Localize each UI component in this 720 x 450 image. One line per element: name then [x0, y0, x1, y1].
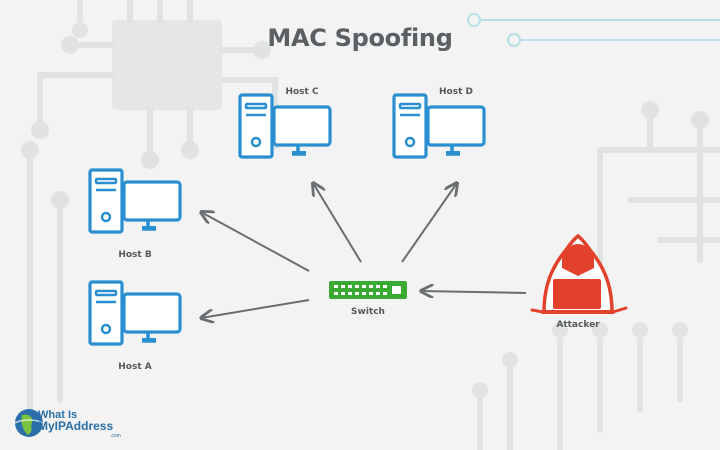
- host-c-computer-icon: [238, 93, 332, 159]
- logo-text: What Is MyIPAddress: [38, 409, 114, 433]
- arrow-switch-to-host-d: [401, 183, 457, 263]
- host-d-computer-icon: [392, 93, 486, 159]
- arrow-switch-to-host-c: [313, 183, 362, 263]
- attacker-hooded-icon: [530, 233, 628, 314]
- logo-line-2: MyIPAddress: [38, 419, 114, 433]
- arrow-switch-to-host-b: [201, 212, 310, 272]
- whatismyipaddress-logo: [14, 409, 44, 437]
- host-c-label: Host C: [285, 87, 319, 97]
- logo-line-1: What Is: [38, 409, 78, 421]
- host-a-computer-icon: [88, 280, 182, 346]
- arrow-attacker-to-switch: [421, 291, 527, 293]
- diagram-title: MAC Spoofing: [267, 24, 453, 52]
- switch-label: Switch: [351, 307, 385, 317]
- attacker-label: Attacker: [556, 320, 600, 330]
- host-b-computer-icon: [88, 168, 182, 234]
- host-d-label: Host D: [439, 87, 473, 97]
- switch-icon: [329, 281, 407, 299]
- host-b-label: Host B: [118, 250, 152, 260]
- host-a-label: Host A: [118, 362, 152, 372]
- logo-suffix: .com: [110, 433, 121, 439]
- arrow-switch-to-host-a: [201, 299, 310, 318]
